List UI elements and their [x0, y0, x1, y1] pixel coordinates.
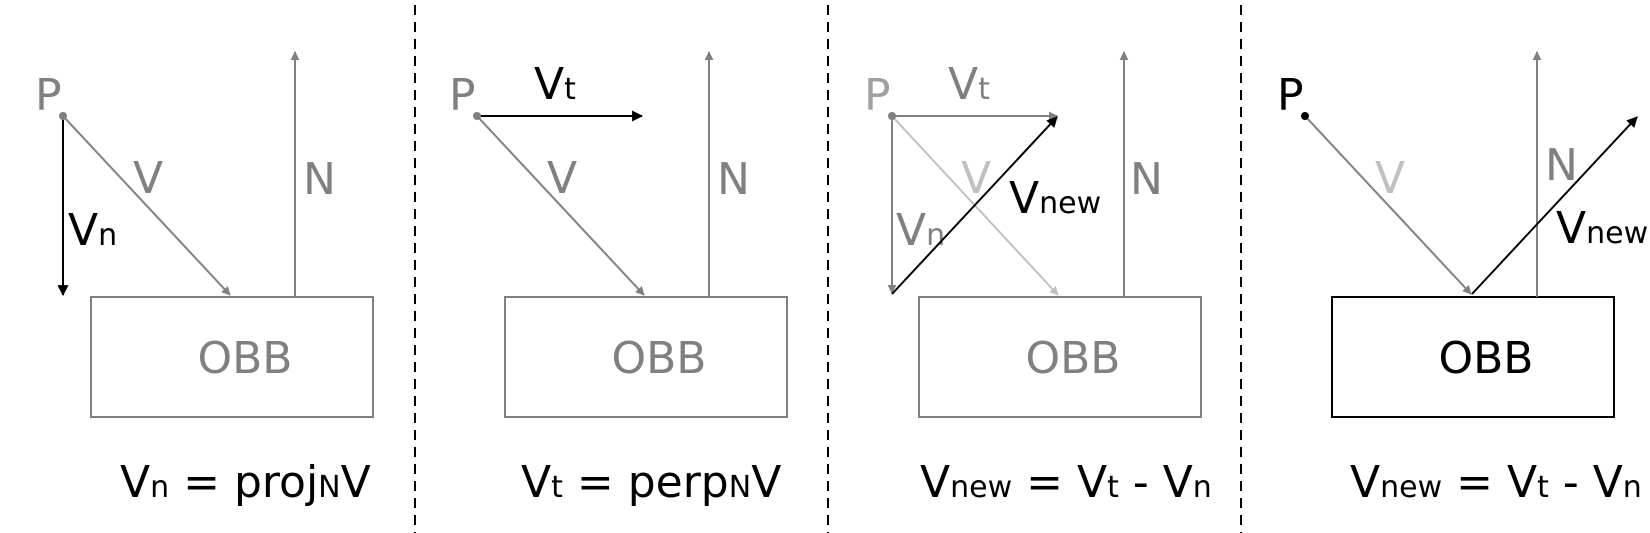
- normal-label: N: [303, 154, 336, 205]
- vt-label: Vt: [534, 59, 576, 110]
- velocity-arrow: [1304, 115, 1472, 295]
- velocity-label: V: [133, 153, 163, 204]
- point-p-label: P: [449, 70, 476, 121]
- point-p-label: P: [35, 70, 62, 121]
- caption: Vnew = Vt - Vn: [920, 457, 1212, 508]
- vt-label: Vt: [948, 59, 990, 110]
- caption: Vn = projNV: [120, 457, 371, 508]
- velocity-arrow: [62, 115, 231, 296]
- point-p-dot: [59, 112, 67, 120]
- normal-label: N: [1130, 154, 1163, 205]
- vn-label: Vn: [896, 205, 945, 256]
- velocity-label: V: [1375, 153, 1405, 204]
- velocity-label: V: [961, 153, 991, 204]
- normal-label: N: [717, 154, 750, 205]
- vn-label: Vn: [68, 205, 117, 256]
- obb-label: OBB: [197, 333, 292, 384]
- obb-label: OBB: [1025, 333, 1120, 384]
- vnew-label: Vnew: [1009, 173, 1101, 224]
- panel-2: OBB N V Vt P Vt = perpNV: [449, 51, 788, 508]
- obb-box: [918, 296, 1202, 418]
- point-p-dot: [888, 112, 896, 120]
- obb-box: [1331, 296, 1615, 418]
- obb-label: OBB: [611, 333, 706, 384]
- obb-box: [90, 296, 374, 418]
- caption: Vnew = Vt - Vn: [1350, 457, 1642, 508]
- point-p-label: P: [864, 70, 891, 121]
- point-p-label: P: [1277, 70, 1304, 121]
- panel-1: OBB N V Vn P Vn = projNV: [35, 51, 374, 508]
- normal-label: N: [1545, 140, 1578, 191]
- obb-label: OBB: [1438, 333, 1533, 384]
- vnew-arrow: [891, 116, 1058, 295]
- velocity-label: V: [547, 153, 577, 204]
- vnew-arrow: [1471, 116, 1638, 295]
- velocity-arrow: [476, 115, 645, 296]
- point-p-dot: [473, 112, 481, 120]
- caption: Vt = perpNV: [521, 457, 781, 508]
- point-p-dot: [1301, 112, 1309, 120]
- panel-3: OBB N V Vt Vn Vnew P Vnew = Vt - Vn: [864, 51, 1212, 508]
- obb-box: [504, 296, 788, 418]
- panel-4: OBB N V Vnew P Vnew = Vt - Vn: [1277, 51, 1648, 508]
- vnew-label: Vnew: [1556, 203, 1648, 254]
